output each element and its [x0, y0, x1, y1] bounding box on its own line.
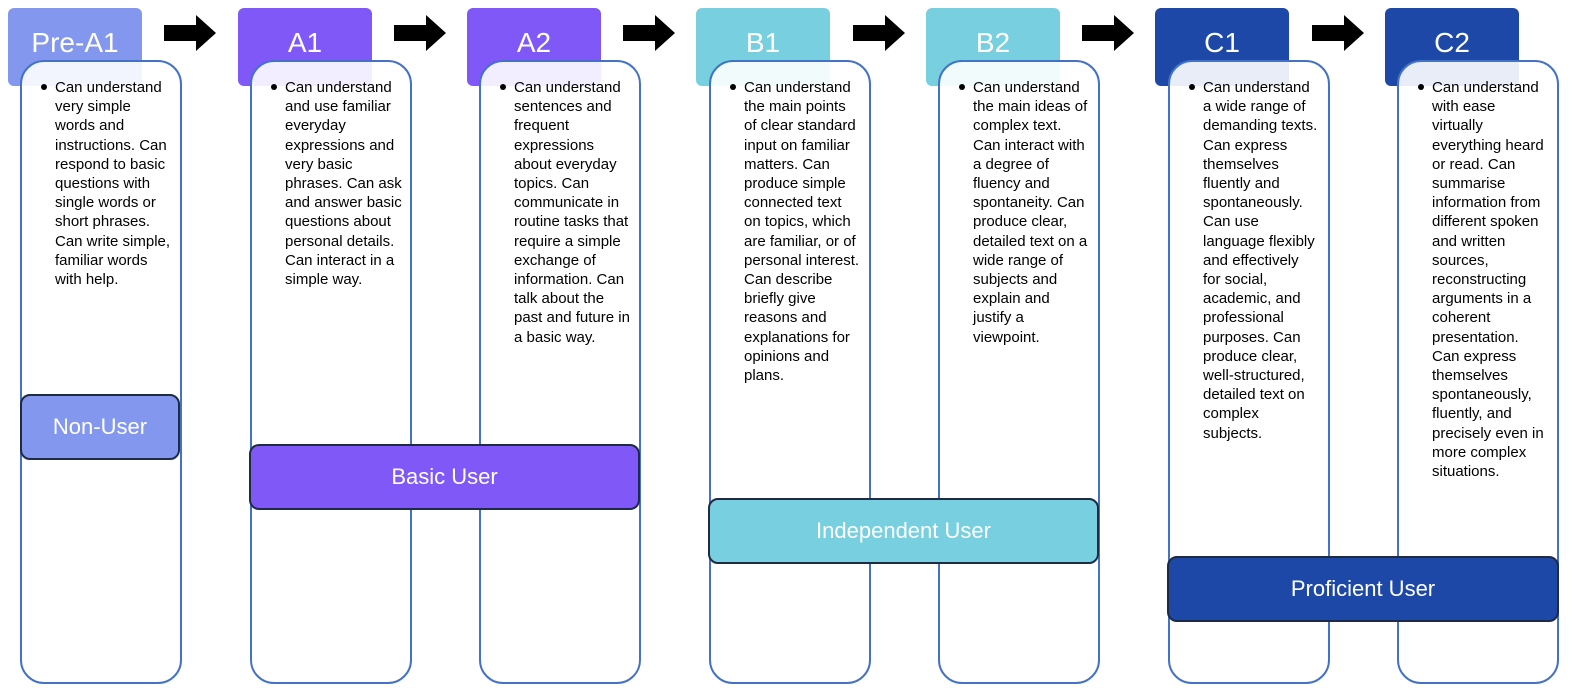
arrow-right-icon: [623, 15, 675, 51]
level-description: Can understand sentences and frequent ex…: [500, 79, 630, 346]
level-description: Can understand the main ideas of complex…: [959, 78, 1090, 347]
level-card-b1: Can understand the main points of clear …: [709, 60, 871, 684]
level-description: Can understand and use familiar everyday…: [271, 79, 402, 289]
level-description: Can understand with ease virtually every…: [1418, 78, 1549, 481]
level-description-list: Can understand sentences and frequent ex…: [499, 78, 631, 347]
arrow-right-icon: [164, 15, 216, 51]
level-description-list: Can understand very simple words and ins…: [40, 78, 172, 289]
band-proficient-user: Proficient User: [1167, 556, 1559, 622]
level-description: Can understand the main points of clear …: [730, 79, 860, 385]
level-description-list: Can understand with ease virtually every…: [1417, 78, 1549, 481]
level-card-pre-a1: Can understand very simple words and ins…: [20, 60, 182, 684]
band-independent-user: Independent User: [708, 498, 1099, 564]
arrow-right-icon: [394, 15, 446, 51]
arrow-right-icon: [1082, 15, 1134, 51]
level-card-b2: Can understand the main ideas of complex…: [938, 60, 1100, 684]
level-description-list: Can understand the main ideas of complex…: [958, 78, 1090, 347]
arrow-right-icon: [1312, 15, 1364, 51]
level-card-a2: Can understand sentences and frequent ex…: [479, 60, 641, 684]
level-description: Can understand very simple words and ins…: [41, 79, 171, 289]
arrow-right-icon: [853, 15, 905, 51]
level-card-a1: Can understand and use familiar everyday…: [250, 60, 412, 684]
level-description-list: Can understand and use familiar everyday…: [270, 78, 402, 289]
band-basic-user: Basic User: [249, 444, 640, 510]
level-description-list: Can understand the main points of clear …: [729, 78, 861, 385]
level-description: Can understand a wide range of demanding…: [1189, 78, 1320, 443]
level-description-list: Can understand a wide range of demanding…: [1188, 78, 1320, 443]
band-non-user: Non-User: [20, 394, 180, 460]
